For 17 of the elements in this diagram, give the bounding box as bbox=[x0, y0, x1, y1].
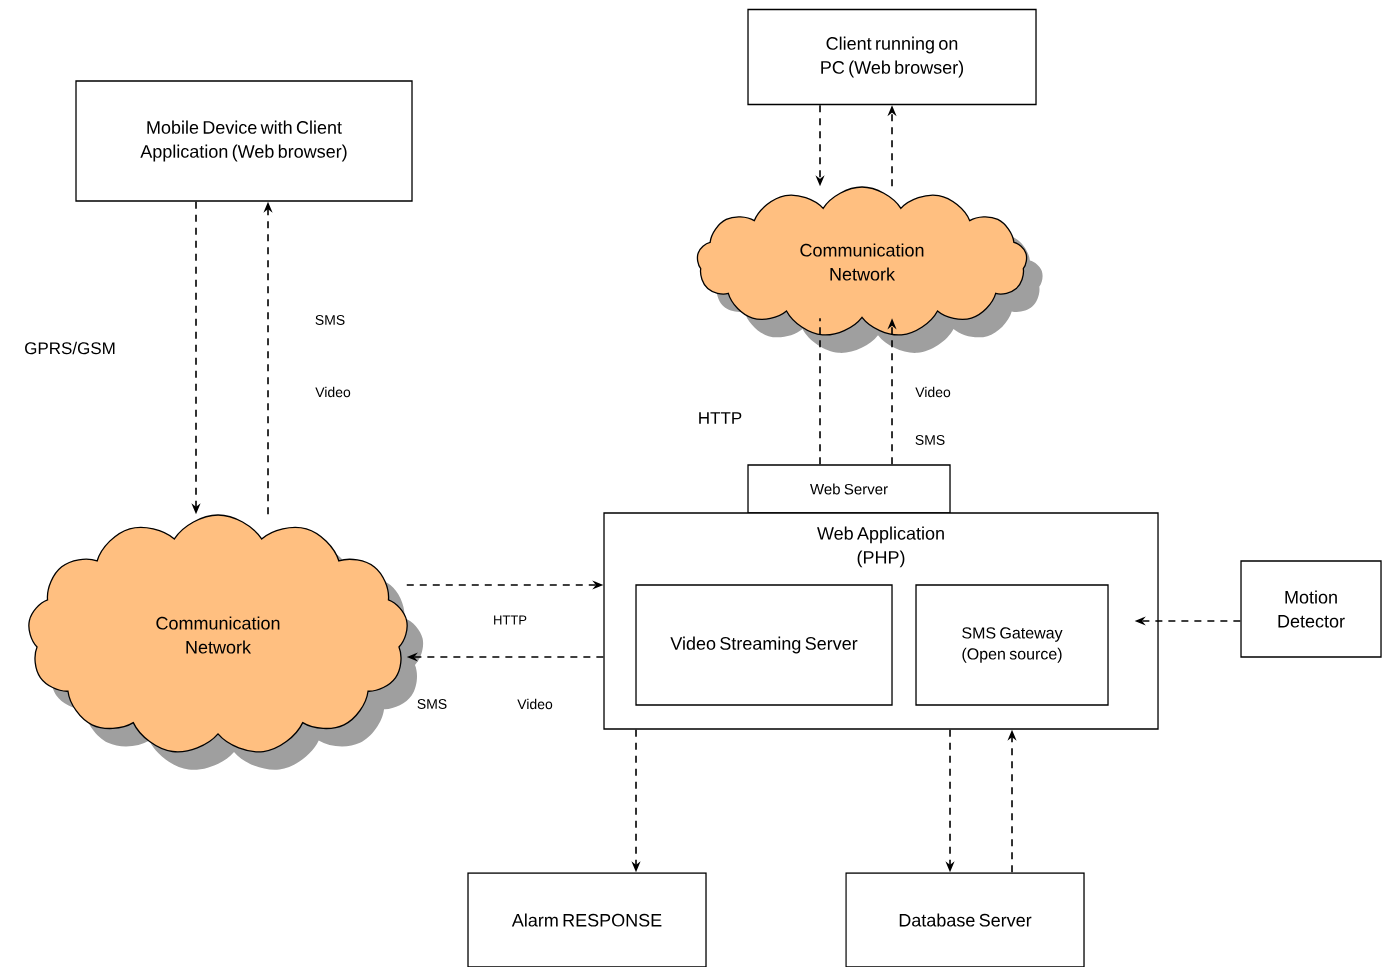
label: Video bbox=[915, 386, 951, 398]
box: Alarm RESPONSE bbox=[467, 872, 707, 967]
cloud: Communication Network bbox=[696, 186, 1043, 353]
label: HTTP bbox=[699, 412, 742, 424]
box: Client running on PC (Web browser) bbox=[747, 8, 1037, 106]
box: Database Server bbox=[845, 872, 1085, 967]
label: SMS bbox=[315, 315, 345, 325]
label: Video bbox=[517, 698, 553, 710]
box: SMS Gateway (Open source) bbox=[915, 584, 1109, 706]
box: Mobile Device with Client Application (Web browser) bbox=[75, 80, 413, 202]
box: Motion Detector bbox=[1240, 560, 1382, 658]
label: SMS bbox=[915, 435, 945, 445]
box: Web Server bbox=[747, 464, 951, 514]
label: HTTP bbox=[494, 615, 527, 625]
label: GPRS/GSM bbox=[25, 341, 115, 355]
label: Video bbox=[315, 386, 351, 398]
box: Video Streaming Server bbox=[635, 584, 893, 706]
